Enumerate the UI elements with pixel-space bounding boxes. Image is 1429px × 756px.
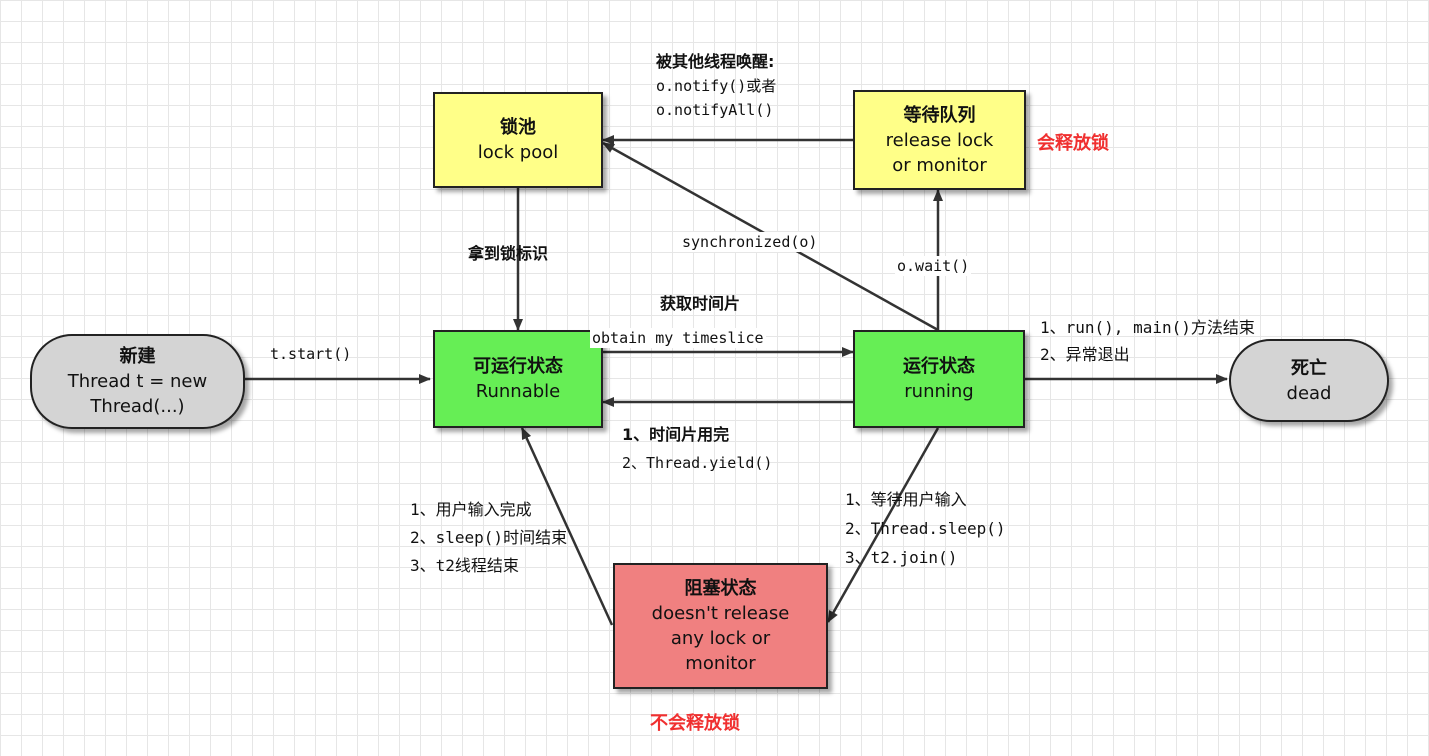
node-new-line2: Thread t = new: [67, 371, 208, 392]
label-yield-line2: 2、Thread.yield(): [622, 454, 773, 472]
label-start: t.start(): [270, 345, 352, 363]
node-running: 运行状态 running: [853, 330, 1025, 428]
node-lock-pool-subtitle: lock pool: [477, 142, 559, 163]
node-new-title: 新建: [119, 346, 156, 367]
label-block-line2: 2、Thread.sleep(): [845, 519, 1006, 538]
node-wait-queue-line3: or monitor: [892, 154, 987, 176]
label-unblock: 1、用户输入完成 2、sleep()时间结束 3、t2线程结束: [410, 500, 567, 576]
node-running-title: 运行状态: [903, 356, 975, 377]
node-dead: 死亡 dead: [1229, 339, 1389, 422]
label-yield-line1: 1、时间片用完: [622, 425, 730, 444]
label-release-lock: 会释放锁: [1037, 133, 1109, 154]
label-timeslice-line2: obtain my timeslice: [590, 328, 766, 348]
label-timeslice-line1: 获取时间片: [660, 294, 741, 313]
node-blocked-line3: any lock or: [670, 628, 771, 649]
label-notify-line2: o.notify()或者: [656, 77, 777, 95]
label-timeslice: 获取时间片 obtain my timeslice: [590, 294, 766, 348]
label-no-release-lock: 不会释放锁: [650, 713, 740, 734]
node-blocked-line4: monitor: [685, 653, 756, 674]
arrow-running-to-blocked: [826, 427, 940, 623]
node-blocked: 阻塞状态 doesn't release any lock or monitor: [613, 563, 828, 689]
label-notify: 被其他线程唤醒: o.notify()或者 o.notifyAll(): [656, 52, 776, 120]
node-wait-queue-title: 等待队列: [903, 104, 976, 126]
label-end-line1: 1、run(), main()方法结束: [1040, 318, 1255, 337]
label-unblock-line1: 1、用户输入完成: [410, 500, 532, 519]
label-wait: o.wait(): [895, 256, 972, 276]
node-wait-queue-line2: release lock: [885, 129, 994, 151]
arrow-blocked-to-runnable: [520, 427, 614, 626]
node-new-line3: Thread(...): [90, 396, 185, 417]
label-unblock-line2: 2、sleep()时间结束: [410, 528, 568, 547]
node-runnable: 可运行状态 Runnable: [433, 330, 603, 428]
label-get-lock-flag: 拿到锁标识: [468, 244, 549, 263]
node-runnable-subtitle: Runnable: [475, 381, 561, 402]
node-new: 新建 Thread t = new Thread(...): [30, 334, 245, 429]
node-lock-pool: 锁池 lock pool: [433, 92, 603, 188]
label-block-line1: 1、等待用户输入: [845, 490, 967, 509]
label-notify-line3: o.notifyAll(): [656, 101, 774, 119]
label-yield: 1、时间片用完 2、Thread.yield(): [622, 425, 772, 473]
label-unblock-line3: 3、t2线程结束: [410, 556, 519, 575]
node-lock-pool-title: 锁池: [500, 117, 536, 138]
node-dead-subtitle: dead: [1286, 382, 1332, 404]
label-end: 1、run(), main()方法结束 2、异常退出: [1040, 318, 1255, 365]
node-dead-title: 死亡: [1291, 357, 1327, 379]
label-synchronized: synchronized(o): [680, 232, 820, 252]
label-end-line2: 2、异常退出: [1040, 345, 1130, 364]
node-blocked-title: 阻塞状态: [684, 578, 757, 599]
node-blocked-line2: doesn't release: [651, 603, 790, 624]
node-runnable-title: 可运行状态: [473, 356, 563, 377]
node-running-subtitle: running: [904, 381, 974, 402]
label-block: 1、等待用户输入 2、Thread.sleep() 3、t2.join(): [845, 490, 1006, 568]
label-notify-line1: 被其他线程唤醒:: [656, 52, 775, 71]
node-wait-queue: 等待队列 release lock or monitor: [853, 90, 1026, 190]
label-block-line3: 3、t2.join(): [845, 548, 958, 567]
